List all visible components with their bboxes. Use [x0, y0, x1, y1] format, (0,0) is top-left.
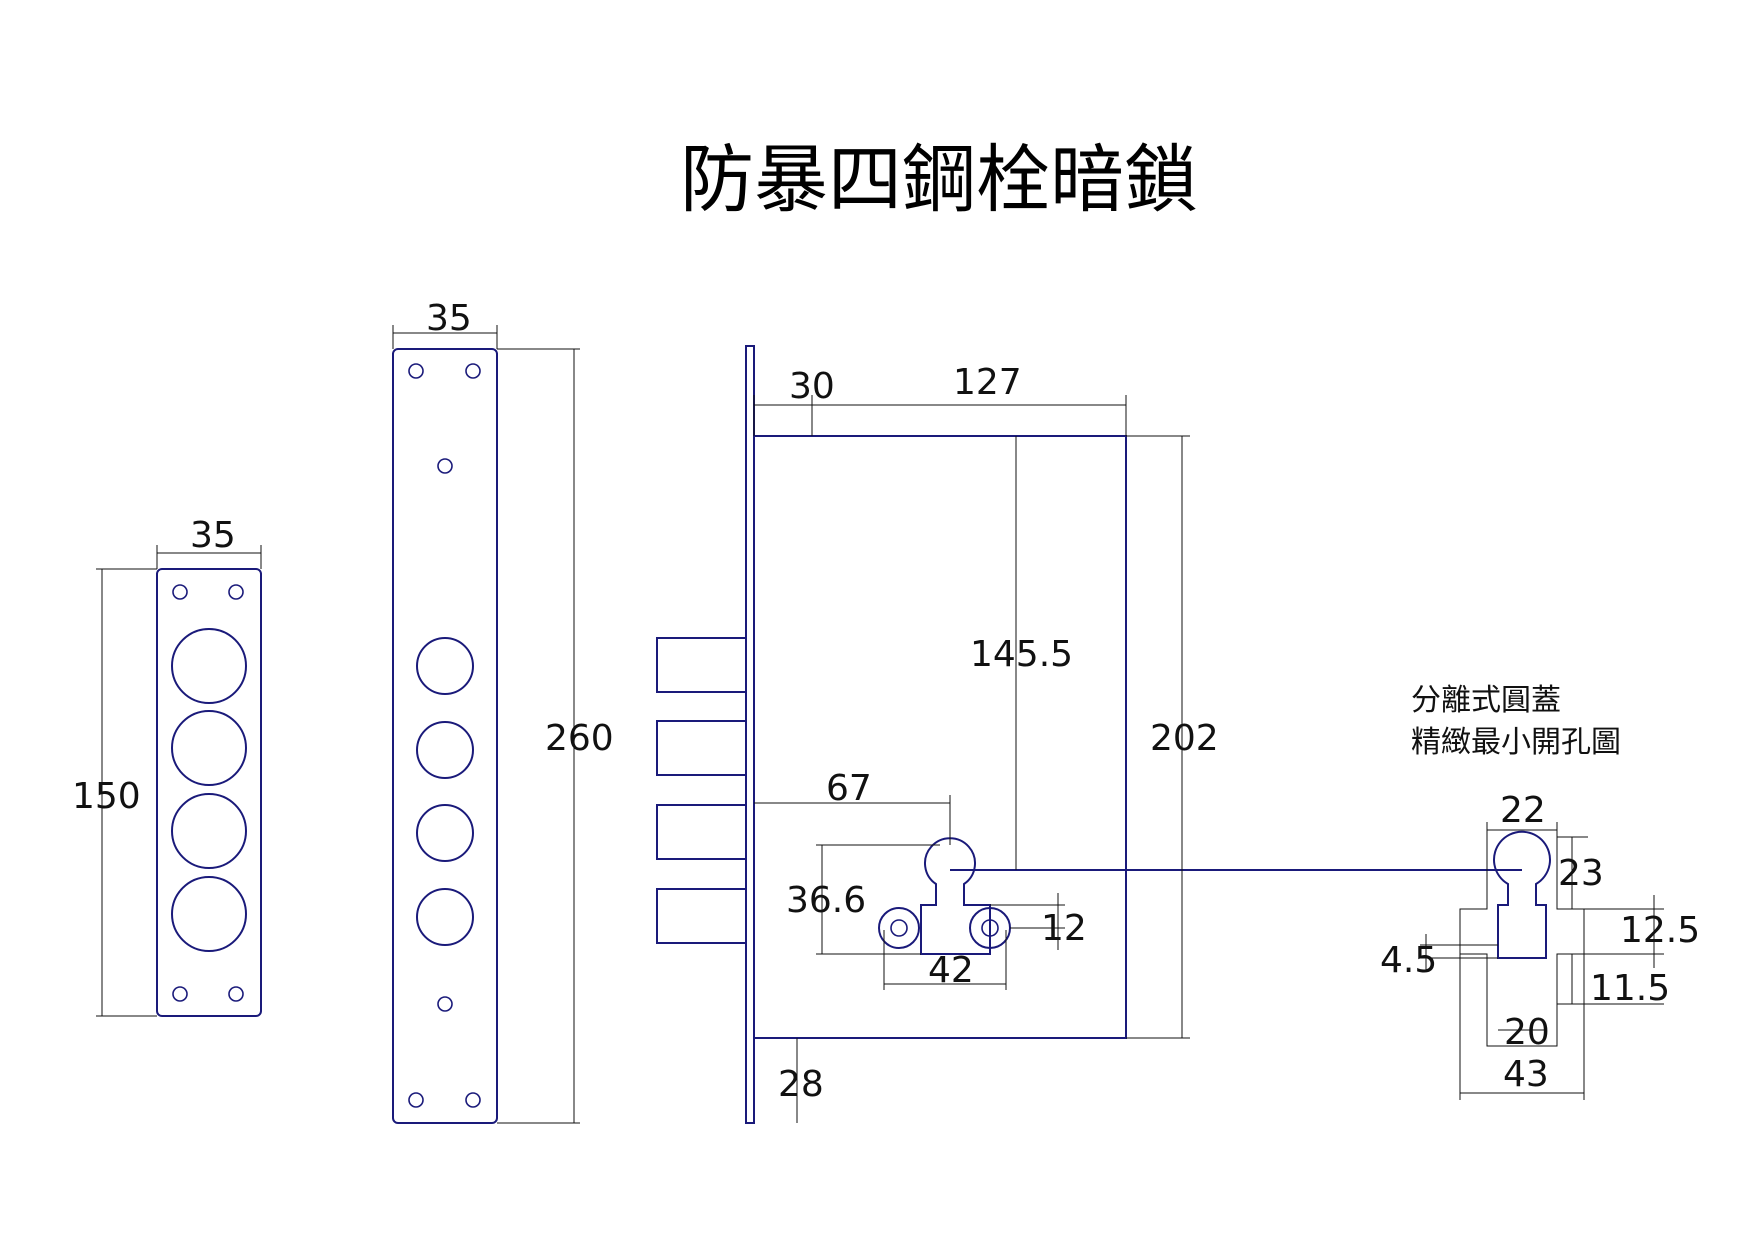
long-plate-screw-hole: [408, 1092, 424, 1108]
lock-cover-screw-center: [890, 919, 908, 937]
small-plate-screw-hole: [172, 584, 188, 600]
cutout-total-width-label: 43: [1503, 1054, 1549, 1095]
lock-bolt: [656, 888, 747, 944]
lock-height-label: 202: [1150, 718, 1219, 759]
long-plate-bolt-hole: [416, 637, 474, 695]
screw-offset-label: 12: [1041, 908, 1087, 949]
long-plate-screw-hole: [465, 363, 481, 379]
lock-body: [656, 345, 1522, 1124]
small-plate-width-label: 35: [190, 515, 236, 556]
small-plate: [156, 568, 262, 1017]
long-plate-screw-hole: [465, 1092, 481, 1108]
long-plate-screw-hole: [437, 996, 453, 1012]
small-plate-height-label: 150: [72, 776, 141, 817]
lock-faceplate: [745, 345, 755, 1124]
small-plate-bolt-hole: [171, 710, 247, 786]
long-plate-bolt-hole: [416, 888, 474, 946]
cutout-top-height-label: 23: [1558, 853, 1604, 894]
long-plate-screw-hole: [437, 458, 453, 474]
small-plate-screw-hole: [228, 584, 244, 600]
small-plate-dimensions: 35 150: [72, 515, 262, 1017]
backset-label: 67: [826, 768, 872, 809]
lock-bolt: [656, 804, 747, 860]
cutout-left-step-label: 4.5: [1380, 940, 1437, 981]
screw-spacing-label: 42: [928, 950, 974, 991]
small-plate-bolt-hole: [171, 876, 247, 952]
cutout-lower-step-label: 11.5: [1590, 968, 1670, 1009]
small-plate-bolt-hole: [171, 793, 247, 869]
long-plate-dimensions: 35 260: [392, 298, 614, 1124]
long-plate-height-label: 260: [545, 718, 614, 759]
cutout-profile: [1459, 829, 1585, 1047]
long-plate-width-label: 35: [426, 298, 472, 339]
bottom-offset-label: 28: [778, 1064, 824, 1105]
lock-case: [753, 435, 1127, 1039]
lock-bolt: [656, 720, 747, 776]
note-line-1: 分離式圓蓋: [1411, 683, 1561, 718]
keyhole-vertical-label: 145.5: [970, 634, 1073, 675]
small-plate-screw-hole: [228, 986, 244, 1002]
lock-depth-label: 127: [953, 362, 1022, 403]
cutout-keyhole: [1493, 830, 1551, 959]
small-plate-outline: [156, 568, 262, 1017]
long-plate: [392, 348, 498, 1124]
keyhole-height-label: 36.6: [786, 880, 866, 921]
small-plate-bolt-hole: [171, 628, 247, 704]
small-plate-screw-hole: [172, 986, 188, 1002]
cutout-outline: [1459, 829, 1585, 1047]
lock-cover-screw: [878, 907, 920, 949]
long-plate-outline: [392, 348, 498, 1124]
cutout-inner-width-label: 20: [1504, 1012, 1550, 1053]
long-plate-screw-hole: [408, 363, 424, 379]
cutout-right-step-label: 12.5: [1620, 910, 1700, 951]
long-plate-bolt-hole: [416, 721, 474, 779]
front-offset-label: 30: [789, 366, 835, 407]
cutout-top-width-label: 22: [1500, 790, 1546, 831]
note-line-2: 精緻最小開孔圖: [1411, 725, 1621, 760]
lock-cover-screw-center: [981, 919, 999, 937]
long-plate-bolt-hole: [416, 804, 474, 862]
cutout-dimensions: 22 23 12.5 4.5 11.5 20 43: [1380, 790, 1700, 1100]
lock-body-dimensions: 30 127 145.5 202 67 36.6 12 42 28: [753, 362, 1219, 1123]
lock-keyhole: [920, 837, 991, 955]
drawing-title: 防暴四鋼栓暗鎖: [680, 137, 1198, 223]
lock-bolt: [656, 637, 747, 693]
